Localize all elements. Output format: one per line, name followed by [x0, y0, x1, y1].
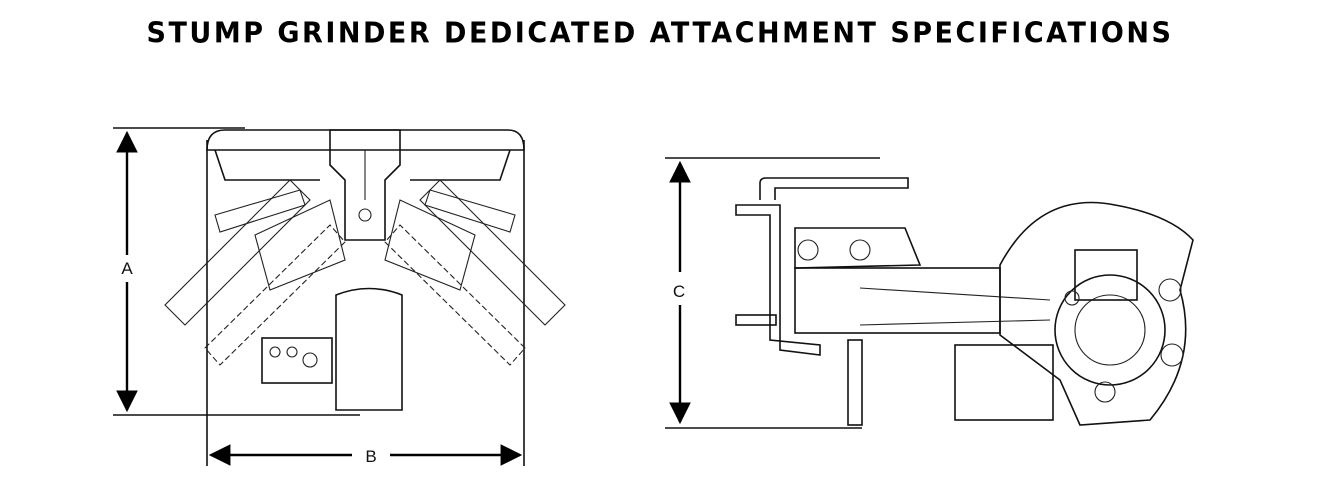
support-leg [847, 339, 863, 426]
grinder-housing [335, 287, 403, 411]
counterweight-box [954, 344, 1054, 421]
pivot-pin [849, 239, 871, 261]
front-view-drawing: A B [113, 127, 566, 466]
dimension-b-label: B [365, 447, 376, 466]
wheel-hub [1074, 294, 1146, 366]
motor-port [302, 352, 318, 368]
swing-arms-left [164, 179, 346, 366]
boom-line [859, 319, 1051, 326]
top-brackets [214, 149, 511, 181]
dimension-a-label: A [121, 259, 133, 278]
swing-arms-right [384, 179, 566, 366]
pivot-pin [358, 208, 372, 222]
top-plate [206, 129, 525, 151]
boom-line [859, 287, 1051, 301]
lower-latch [735, 314, 777, 326]
hydraulic-motor [261, 337, 333, 384]
wheel-motor [1074, 249, 1138, 301]
center-mount [329, 129, 401, 241]
boom-pivot-bracket [794, 227, 922, 269]
cutter-wheel [1054, 274, 1166, 386]
top-mount-plate [759, 177, 909, 200]
motor-port [269, 346, 281, 358]
cutter-guard [999, 201, 1194, 426]
cutter-teeth [1064, 278, 1184, 403]
pivot-pin [797, 239, 819, 261]
motor-port [286, 346, 298, 358]
dimension-c-label: C [673, 282, 685, 301]
quick-attach-frame [735, 204, 821, 356]
boom-arm [794, 267, 1001, 334]
side-view-drawing: C [665, 157, 1194, 429]
page-title: STUMP GRINDER DEDICATED ATTACHMENT SPECI… [146, 17, 1174, 50]
